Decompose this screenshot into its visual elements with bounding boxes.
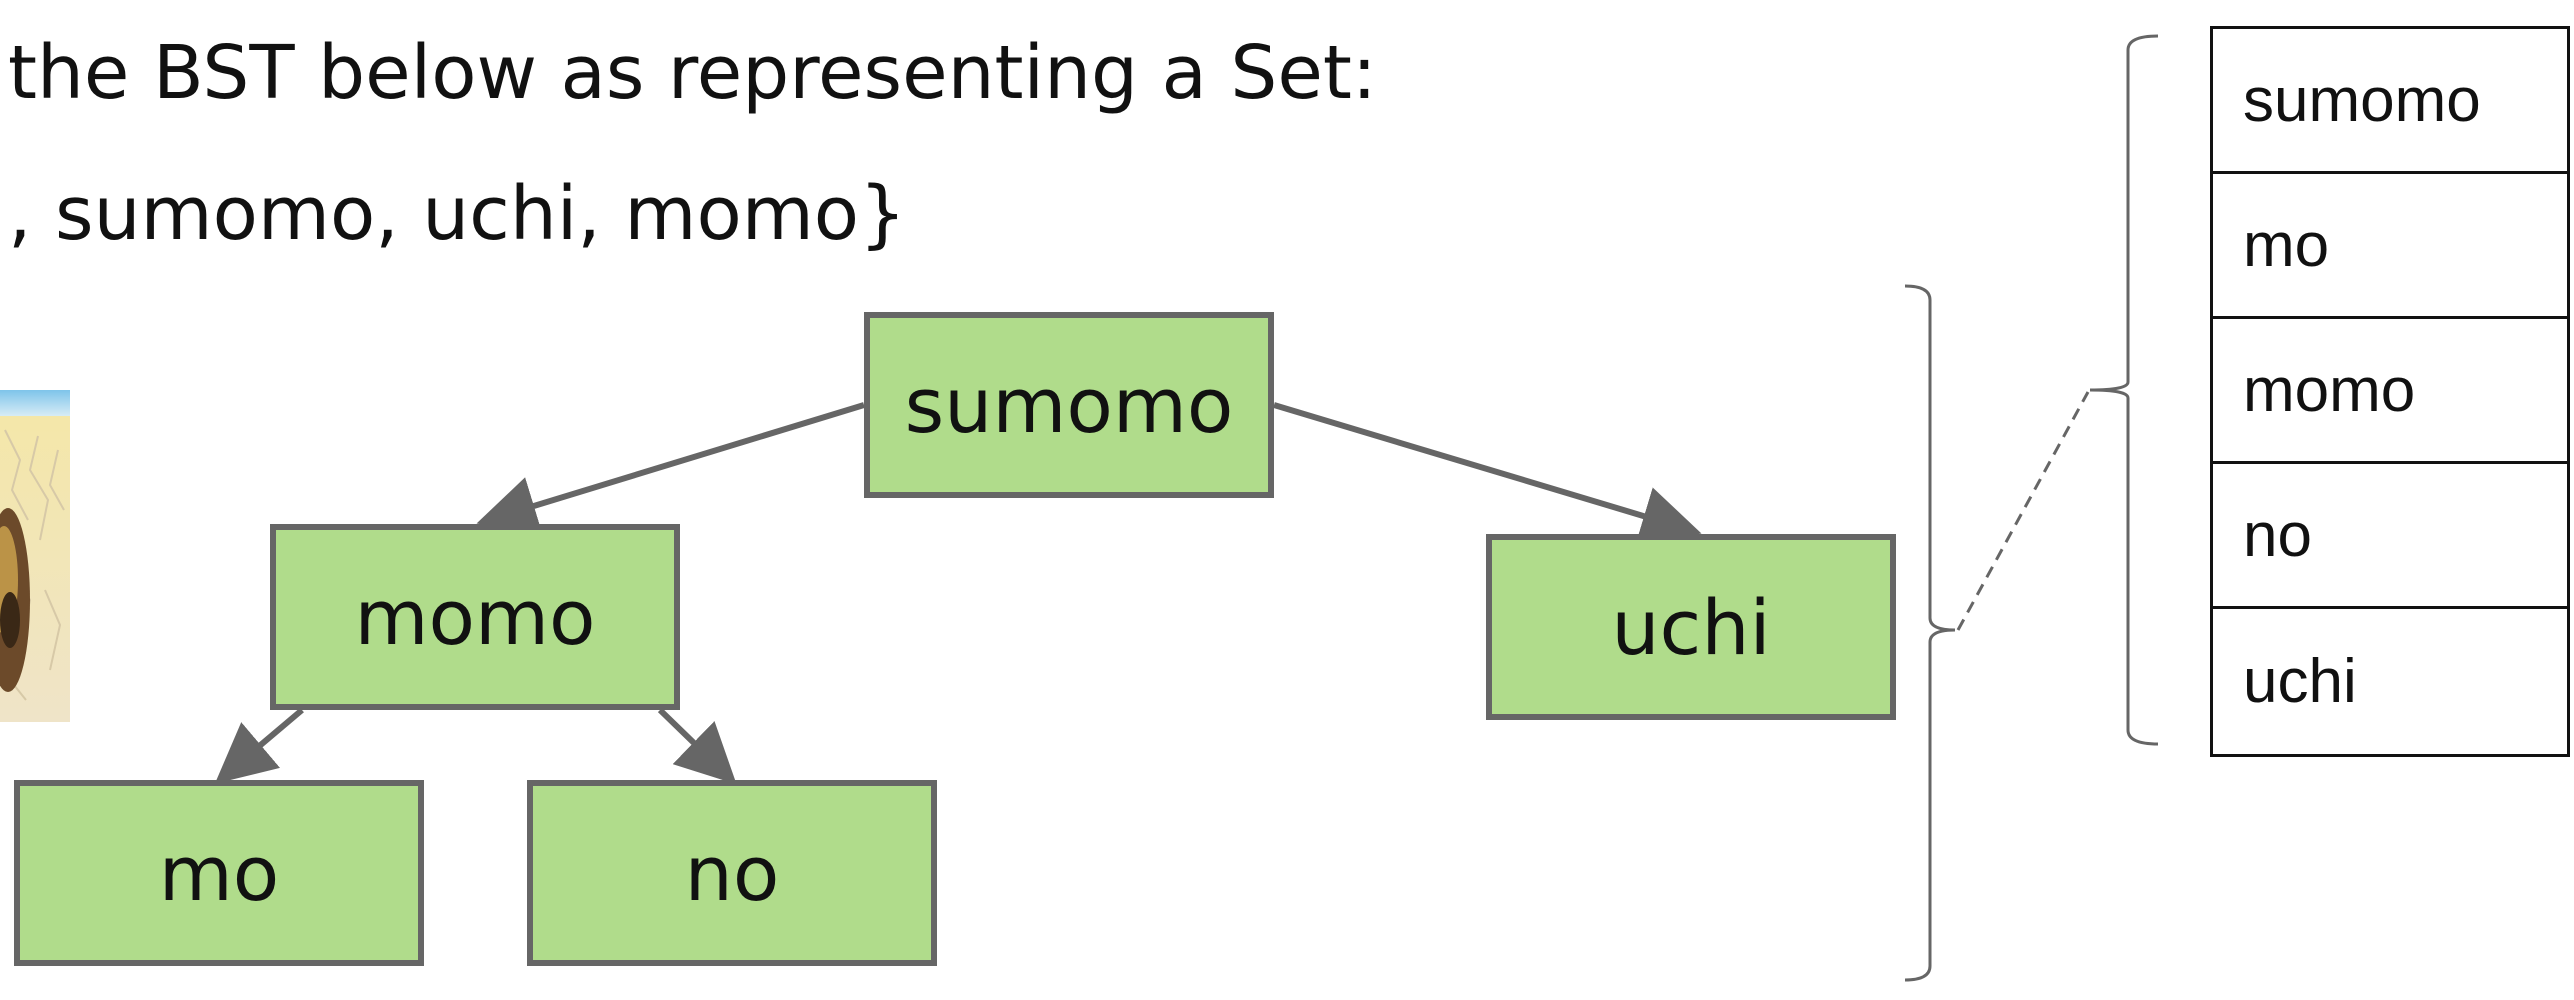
- node-sumomo: sumomo: [864, 312, 1274, 498]
- node-momo: momo: [270, 524, 680, 710]
- set-table: sumomo mo momo no uchi: [2210, 26, 2570, 757]
- set-curly-brace: [2089, 34, 2159, 746]
- intro-text-line-2: , sumomo, uchi, momo}: [8, 171, 907, 257]
- set-row-uchi: uchi: [2243, 647, 2357, 716]
- node-no: no: [527, 780, 937, 966]
- node-uchi: uchi: [1486, 534, 1896, 720]
- photo-illustration: [0, 390, 70, 722]
- edge-sumomo-uchi: [1273, 402, 1702, 545]
- set-row-mo: mo: [2213, 174, 2567, 319]
- edge-momo-mo: [214, 707, 304, 784]
- edge-momo-no: [657, 707, 737, 785]
- tree-curly-brace: [1904, 284, 1956, 982]
- node-mo: mo: [14, 780, 424, 966]
- set-row-momo: momo: [2213, 319, 2567, 464]
- set-row-no: no: [2213, 464, 2567, 609]
- intro-text-line-1: the BST below as representing a Set:: [8, 30, 1377, 116]
- set-row-sumomo: sumomo: [2213, 29, 2567, 174]
- cropped-photo-image: [0, 390, 70, 722]
- brace-connector-dashed: [1956, 391, 2090, 631]
- edge-sumomo-momo: [476, 402, 865, 535]
